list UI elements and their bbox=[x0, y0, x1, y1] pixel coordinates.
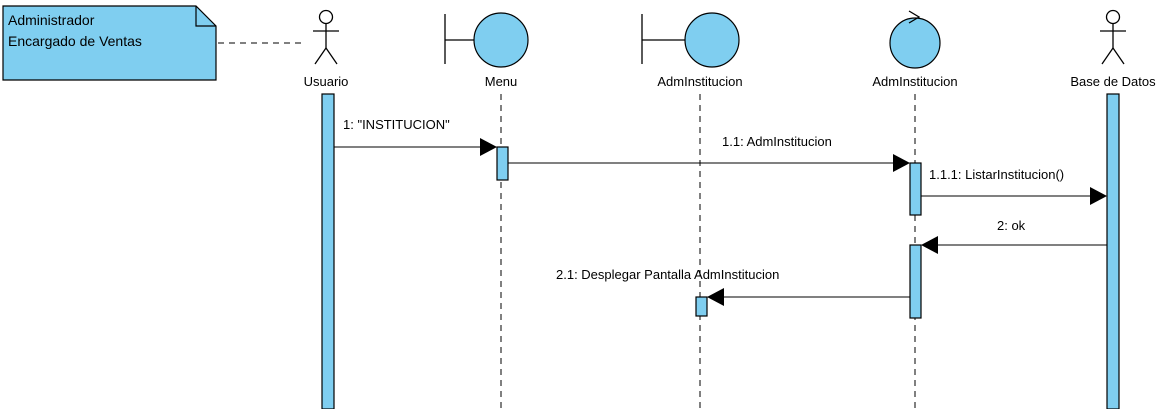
message-label: 2: ok bbox=[997, 218, 1026, 233]
boundary-icon bbox=[444, 12, 529, 68]
arrowhead-icon bbox=[480, 138, 497, 156]
message-2-1[interactable]: 2.1: Desplegar Pantalla AdmInstitucion bbox=[556, 267, 910, 306]
activation-bd bbox=[1106, 93, 1120, 409]
arrowhead-icon bbox=[893, 154, 910, 172]
actor-icon bbox=[1100, 9, 1126, 65]
note-shape bbox=[2, 5, 217, 81]
activation-menu bbox=[496, 146, 509, 181]
message-label: 1.1.1: ListarInstitucion() bbox=[929, 167, 1064, 182]
lifeline-label: Base de Datos bbox=[1070, 74, 1156, 89]
activation-adm-control-2 bbox=[909, 244, 922, 319]
message-label: 1: "INSTITUCION" bbox=[343, 117, 450, 132]
arrowhead-icon bbox=[707, 288, 724, 306]
lifeline-label: Usuario bbox=[304, 74, 349, 89]
activation-adm-boundary bbox=[695, 296, 708, 317]
message-2[interactable]: 2: ok bbox=[921, 218, 1107, 254]
lifeline-label: AdmInstitucion bbox=[657, 74, 742, 89]
actor-icon bbox=[313, 9, 339, 65]
activation-adm-control-1 bbox=[909, 162, 922, 216]
note-line-1: Administrador bbox=[8, 12, 95, 28]
note[interactable]: Administrador Encargado de Ventas bbox=[2, 5, 217, 81]
note-fold bbox=[195, 6, 216, 27]
message-1[interactable]: 1: "INSTITUCION" bbox=[334, 117, 497, 156]
lifeline-adm-boundary[interactable]: AdmInstitucion bbox=[641, 12, 743, 89]
lifeline-label: AdmInstitucion bbox=[872, 74, 957, 89]
arrowhead-icon bbox=[921, 236, 938, 254]
message-1-1-1[interactable]: 1.1.1: ListarInstitucion() bbox=[921, 167, 1107, 205]
activation-usuario bbox=[321, 93, 335, 409]
arrowhead-icon bbox=[1090, 187, 1107, 205]
message-1-1[interactable]: 1.1: AdmInstitucion bbox=[508, 134, 910, 172]
lifeline-label: Menu bbox=[485, 74, 518, 89]
lifeline-adm-control[interactable]: AdmInstitucion bbox=[872, 10, 958, 89]
lifeline-bd[interactable]: Base de Datos bbox=[1070, 9, 1156, 90]
message-label: 2.1: Desplegar Pantalla AdmInstitucion bbox=[556, 267, 779, 282]
message-label: 1.1: AdmInstitucion bbox=[722, 134, 832, 149]
lifeline-usuario[interactable]: Usuario bbox=[304, 9, 349, 90]
boundary-icon bbox=[641, 12, 740, 68]
control-icon bbox=[889, 10, 941, 69]
lifeline-menu[interactable]: Menu bbox=[444, 12, 529, 89]
note-line-2: Encargado de Ventas bbox=[8, 33, 142, 49]
